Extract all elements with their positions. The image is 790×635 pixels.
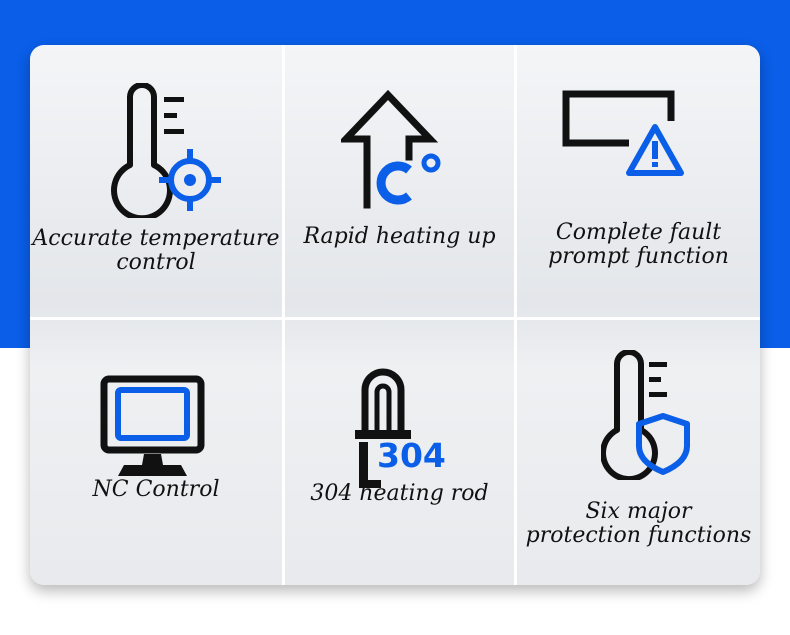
screen-warning-icon: [562, 90, 684, 176]
monitor-icon: [100, 375, 205, 476]
feature-card: Accurate temperature control Rapid heati…: [30, 45, 760, 585]
feature-label: Six major protection functions: [525, 499, 752, 548]
feature-label: Complete fault prompt function: [548, 220, 729, 269]
feature-label: 304 heating rod: [310, 481, 489, 506]
feature-label: Rapid heating up: [303, 224, 496, 249]
feature-label: NC Control: [92, 477, 220, 502]
feature-fault-prompt: Complete fault prompt function: [517, 45, 760, 320]
feature-nc-control: NC Control: [30, 320, 285, 585]
thermometer-shield-icon: [601, 350, 690, 480]
feature-heating-rod: 304 304 heating rod: [285, 320, 517, 585]
thermometer-target-icon: [111, 83, 221, 218]
house-celsius-icon: [341, 89, 441, 209]
feature-label: Accurate temperature control: [32, 226, 280, 275]
rod-grade-badge: 304: [377, 436, 446, 475]
feature-protection: Six major protection functions: [517, 320, 760, 585]
feature-grid: Accurate temperature control Rapid heati…: [30, 45, 760, 585]
feature-accurate-temperature: Accurate temperature control: [30, 45, 285, 320]
feature-rapid-heating: Rapid heating up: [285, 45, 517, 320]
heating-rod-icon: [355, 368, 411, 488]
